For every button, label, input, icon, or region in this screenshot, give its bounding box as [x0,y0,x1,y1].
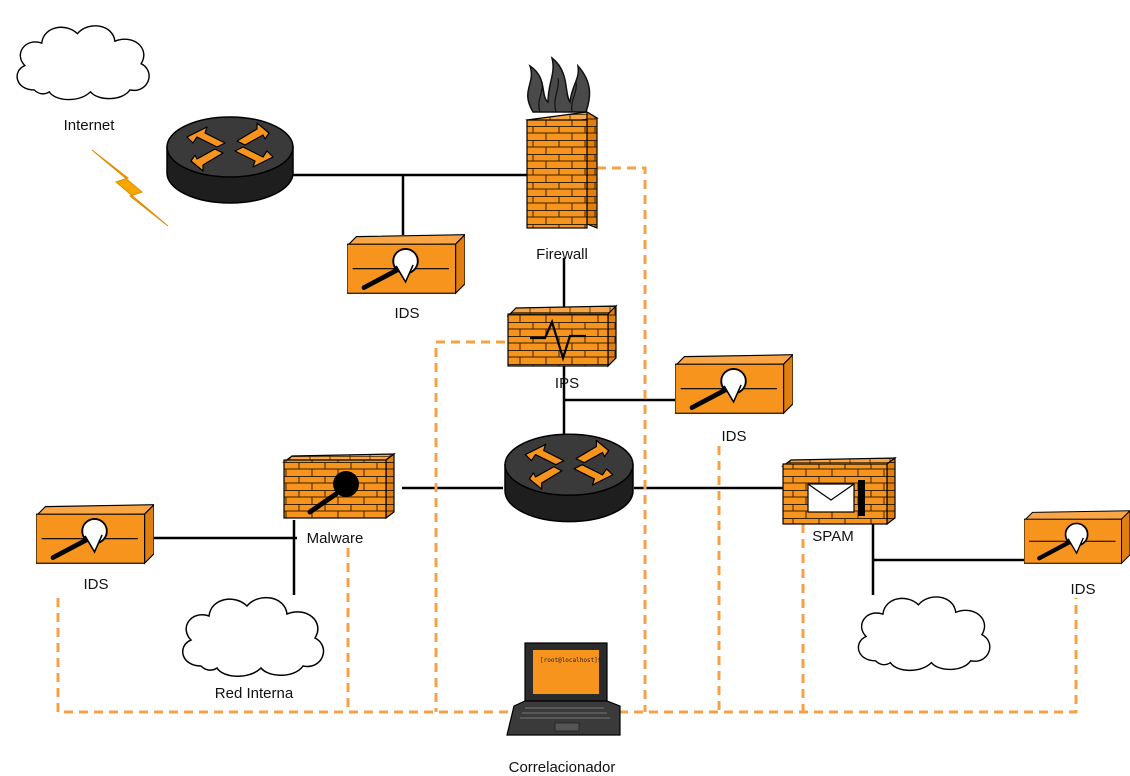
internet-label: Internet [64,117,116,134]
solid-links [150,173,1030,595]
correlacionador-label: Correlacionador [509,759,616,776]
spam-icon [781,456,897,526]
ids-icon [347,235,465,294]
router-icon [504,433,634,523]
lightning-icon [91,149,169,227]
cloud-icon [16,25,150,101]
spam-label: SPAM [812,528,853,545]
red-interna-label: Red Interna [215,685,294,702]
ids-top-label: IDS [394,305,419,322]
ips-icon [506,304,618,368]
dash-ips [434,340,505,712]
dash-firewall [597,166,647,712]
cloud-icon [857,596,991,672]
ids-icon [36,505,154,564]
ids-icon [1024,511,1130,564]
malware-icon [282,452,396,520]
ids-mid-label: IDS [721,428,746,445]
cloud-icon [181,596,325,678]
ids-icon [675,355,793,414]
ips-label: IPS [555,375,579,392]
laptop-icon [506,642,621,736]
ids-left-label: IDS [83,576,108,593]
malware-label: Malware [307,530,364,547]
firewall-icon [525,56,599,229]
firewall-label: Firewall [536,246,588,263]
ids-right-label: IDS [1070,581,1095,598]
router-icon [166,116,294,204]
terminal-prompt: [root@localhost]$ [540,657,602,664]
